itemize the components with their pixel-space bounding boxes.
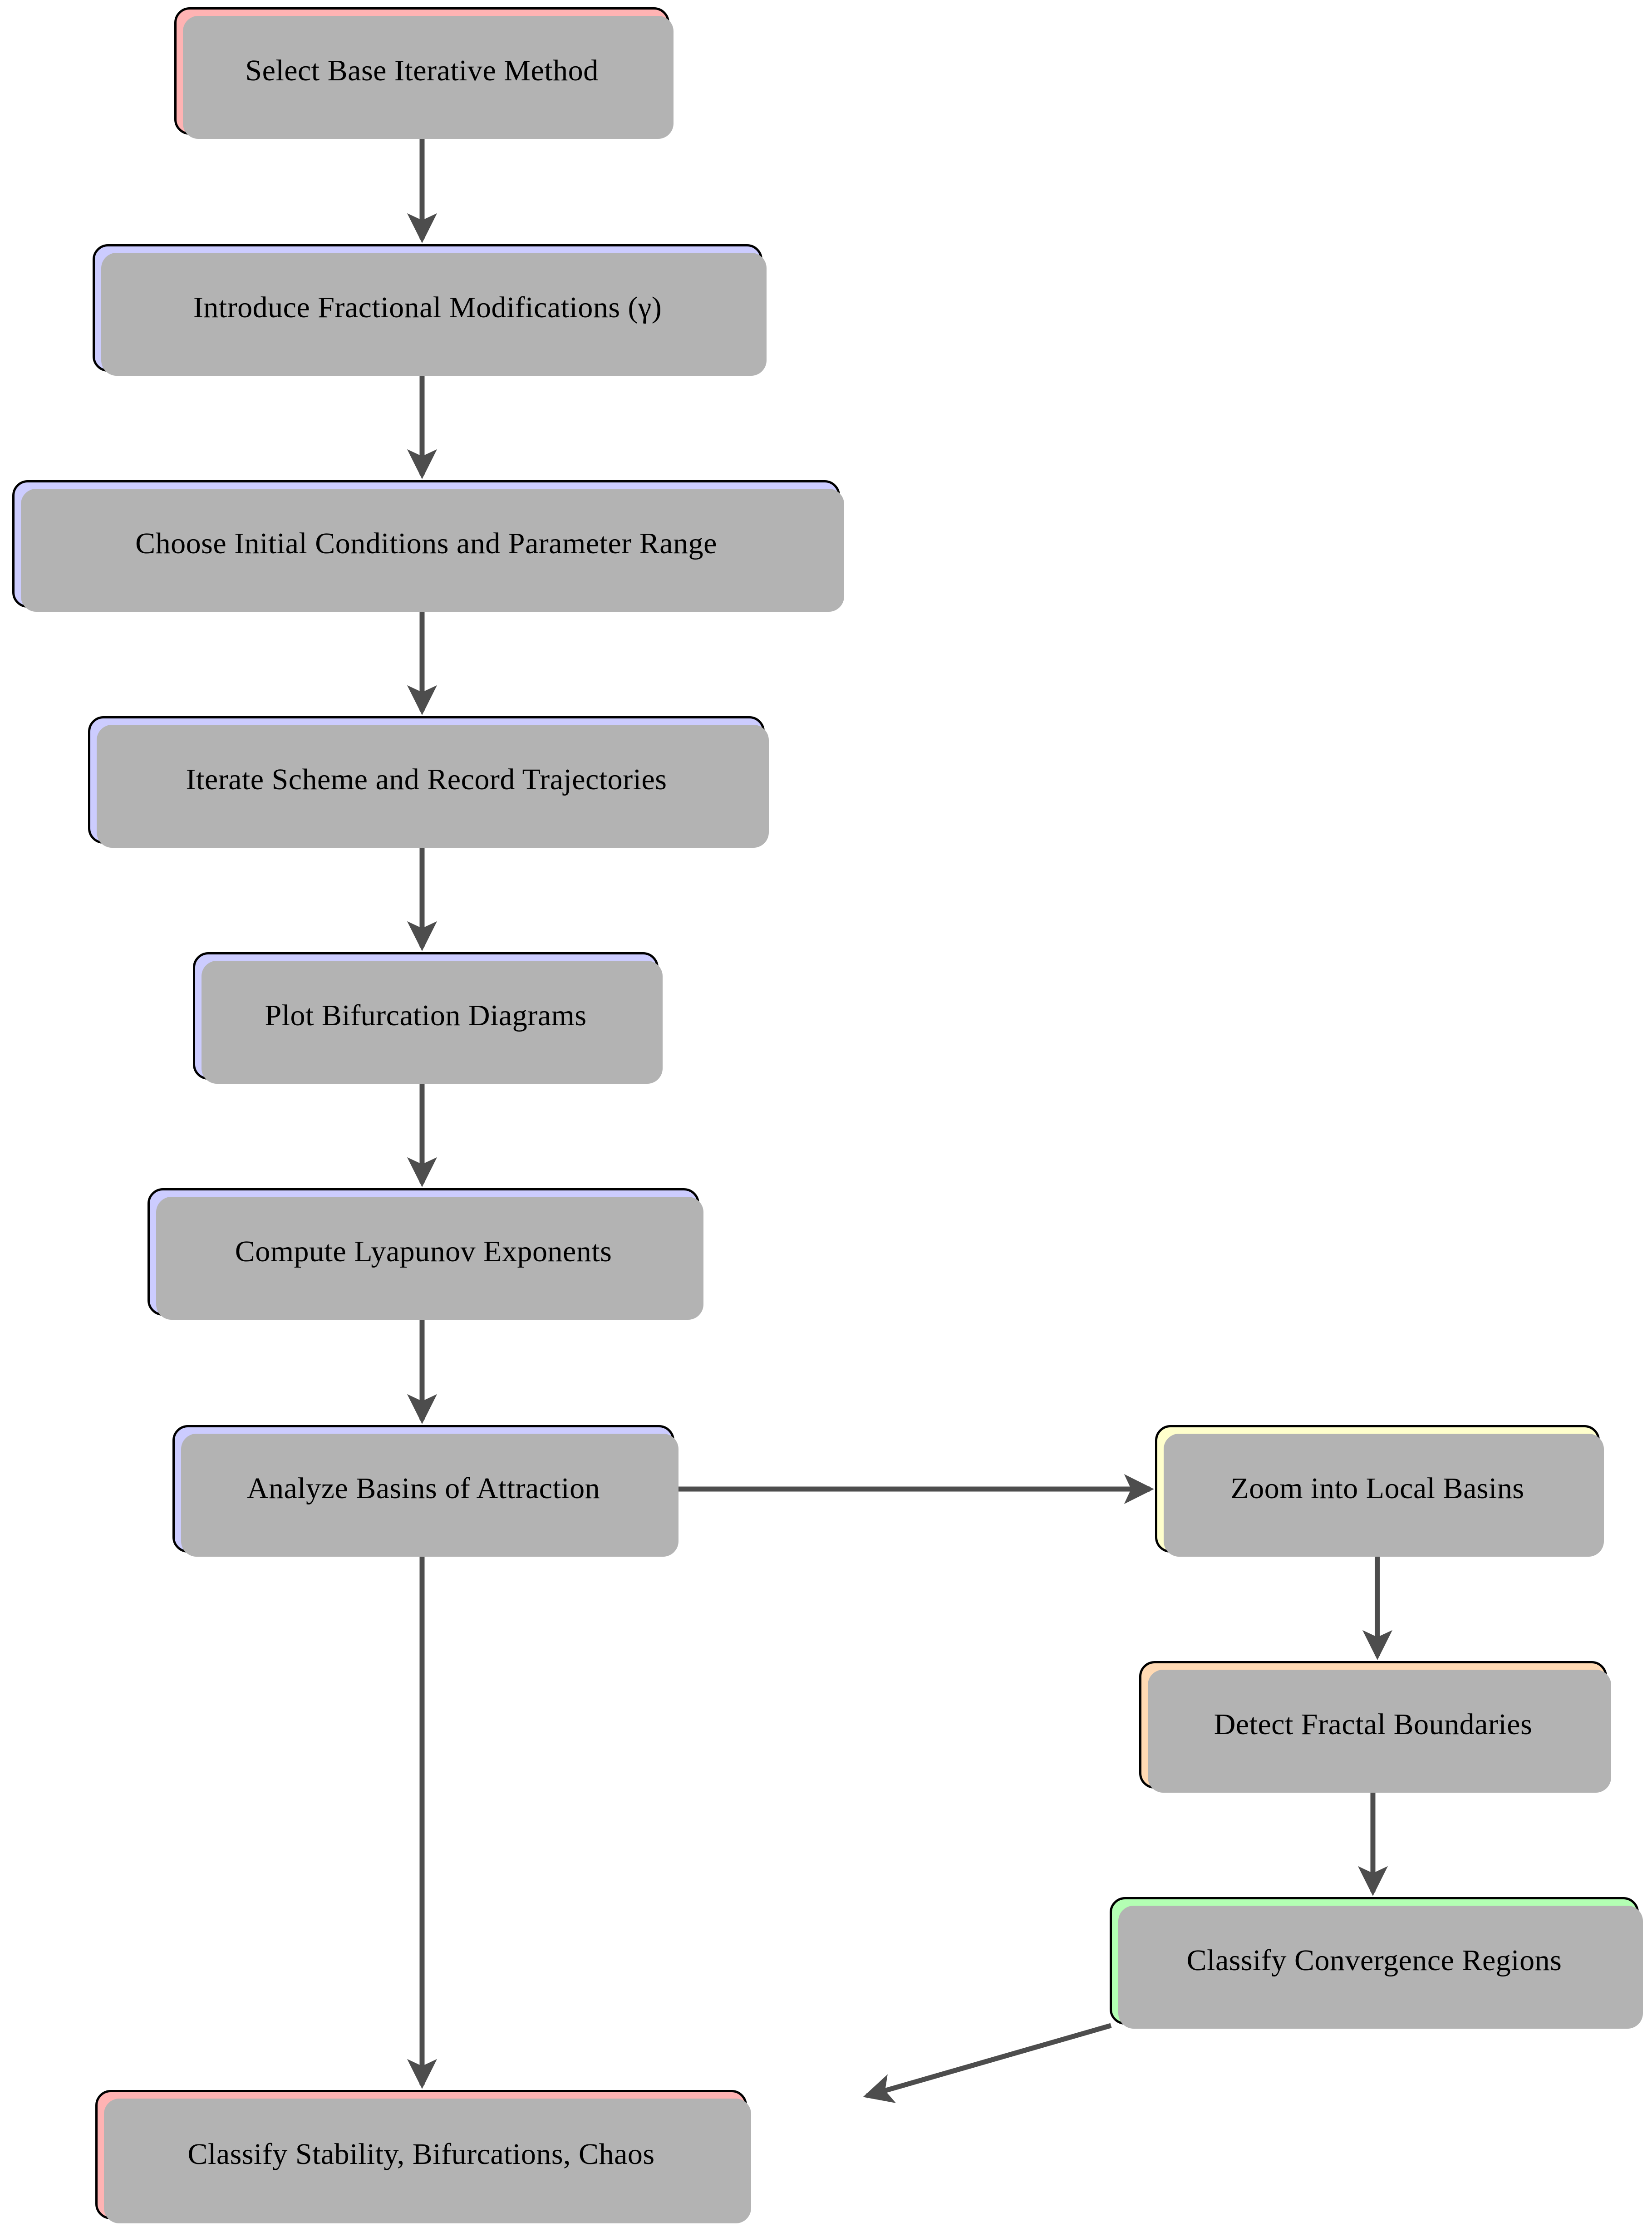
node-compute-lyapunov-exponents[interactable]: Compute Lyapunov Exponents (148, 1188, 703, 1320)
node-label: Iterate Scheme and Record Trajectories (186, 763, 667, 796)
node-shadow (202, 961, 663, 1084)
node-shadow (183, 16, 674, 139)
node-label: Choose Initial Conditions and Parameter … (135, 527, 717, 560)
node-choose-initial-conditions-and-parameter-range[interactable]: Choose Initial Conditions and Parameter … (12, 480, 844, 612)
node-label: Analyze Basins of Attraction (246, 1472, 600, 1505)
node-detect-fractal-boundaries[interactable]: Detect Fractal Boundaries (1139, 1661, 1611, 1793)
node-iterate-scheme-and-record-trajectories[interactable]: Iterate Scheme and Record Trajectories (88, 716, 769, 848)
node-label: Select Base Iterative Method (245, 54, 599, 88)
node-shadow (156, 1197, 703, 1320)
node-shadow (181, 1434, 678, 1557)
node-select-base-iterative-method[interactable]: Select Base Iterative Method (174, 7, 674, 139)
node-label: Compute Lyapunov Exponents (235, 1235, 612, 1268)
node-label: Introduce Fractional Modifications (γ) (193, 291, 662, 324)
node-shadow (1148, 1670, 1611, 1793)
node-label: Detect Fractal Boundaries (1214, 1708, 1533, 1741)
node-shadow (21, 489, 844, 612)
node-shadow (97, 725, 769, 848)
node-shadow (104, 2099, 751, 2223)
node-classify-convergence-regions[interactable]: Classify Convergence Regions (1110, 1897, 1643, 2029)
node-shadow (1164, 1434, 1604, 1557)
edge-classify-convergence-to-left (863, 2023, 1112, 2103)
node-label: Classify Convergence Regions (1186, 1944, 1562, 1977)
node-introduce-fractional-modifications[interactable]: Introduce Fractional Modifications (γ) (93, 244, 767, 376)
node-label: Zoom into Local Basins (1230, 1472, 1524, 1505)
node-plot-bifurcation-diagrams[interactable]: Plot Bifurcation Diagrams (193, 952, 663, 1084)
node-zoom-into-local-basins[interactable]: Zoom into Local Basins (1155, 1425, 1604, 1557)
node-shadow (101, 253, 767, 376)
node-classify-stability-bifurcations-chaos[interactable]: Classify Stability, Bifurcations, Chaos (95, 2090, 751, 2223)
node-label: Classify Stability, Bifurcations, Chaos (187, 2138, 655, 2171)
node-shadow (1118, 1906, 1643, 2029)
node-analyze-basins-of-attraction[interactable]: Analyze Basins of Attraction (172, 1425, 678, 1557)
node-label: Plot Bifurcation Diagrams (265, 999, 587, 1032)
